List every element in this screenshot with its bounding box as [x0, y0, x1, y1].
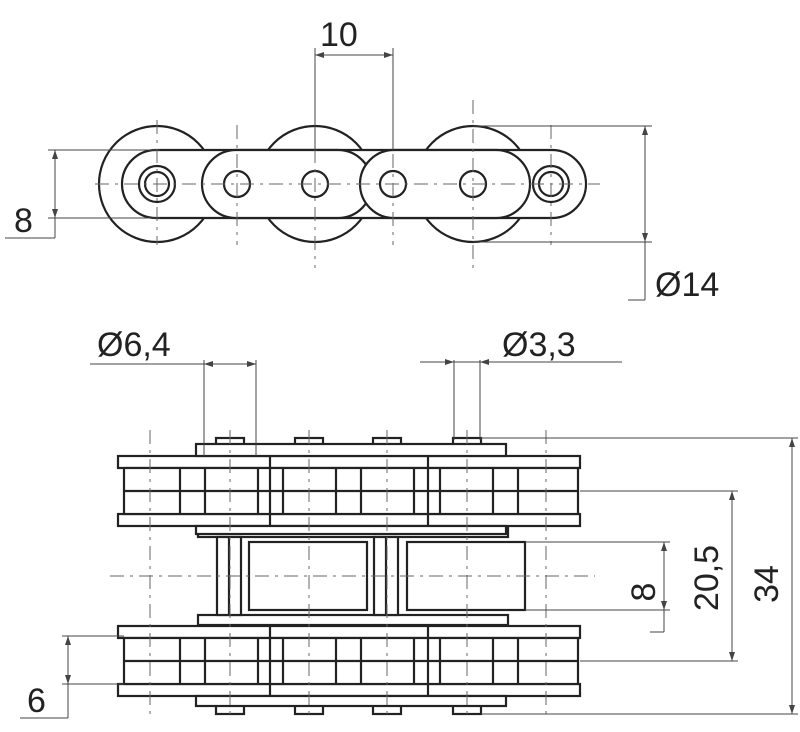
chain-side-view: [95, 100, 600, 268]
roller-diameter-dimension: Ø14: [473, 125, 719, 304]
row-spacing-dimension: 20,5: [580, 490, 738, 662]
overall-width-dimension: 34: [481, 437, 798, 715]
overall-width-label: 34: [748, 565, 786, 603]
plate-thickness-label: 6: [27, 682, 46, 720]
plate-height-label: 8: [14, 202, 33, 240]
plate-thickness-dimension: 6: [20, 635, 124, 720]
inner-width-dimension: 8: [525, 541, 670, 633]
upper-strand: [116, 442, 582, 536]
small-diameter-dimension: Ø3,3: [420, 326, 622, 440]
inner-width-label: 8: [625, 583, 663, 602]
plate-height-dimension: 8: [5, 149, 160, 240]
pitch-dimension: 10: [314, 16, 394, 150]
row-spacing-label: 20,5: [688, 545, 726, 611]
small-diameter-label: Ø3,3: [502, 326, 576, 364]
lower-strand: [116, 624, 582, 708]
pin-diameter-dimension: Ø6,4: [90, 326, 257, 456]
pin-diameter-label: Ø6,4: [97, 326, 171, 364]
roller-diameter-label: Ø14: [655, 266, 719, 304]
chain-top-view: [110, 430, 595, 720]
pitch-label: 10: [320, 16, 358, 54]
